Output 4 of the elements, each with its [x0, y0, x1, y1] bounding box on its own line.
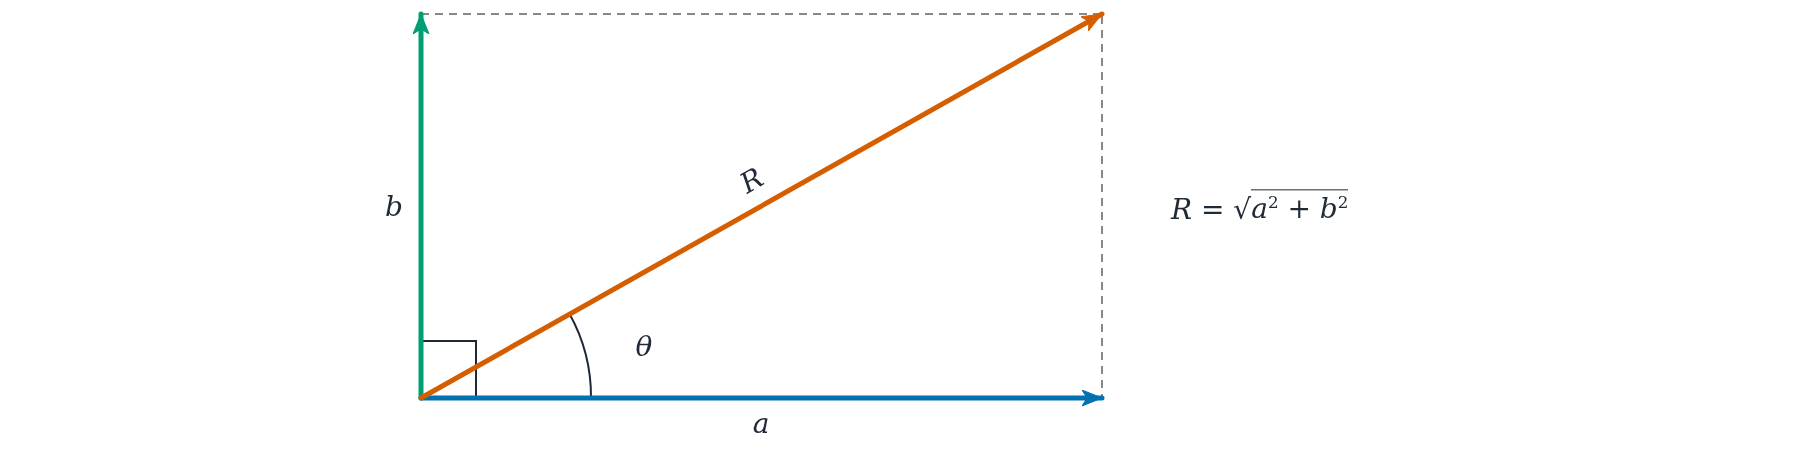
vector-label: a: [752, 410, 770, 438]
angle-label: θ: [635, 333, 653, 361]
vector-label: R: [735, 163, 769, 199]
vector-label: b: [385, 193, 403, 221]
